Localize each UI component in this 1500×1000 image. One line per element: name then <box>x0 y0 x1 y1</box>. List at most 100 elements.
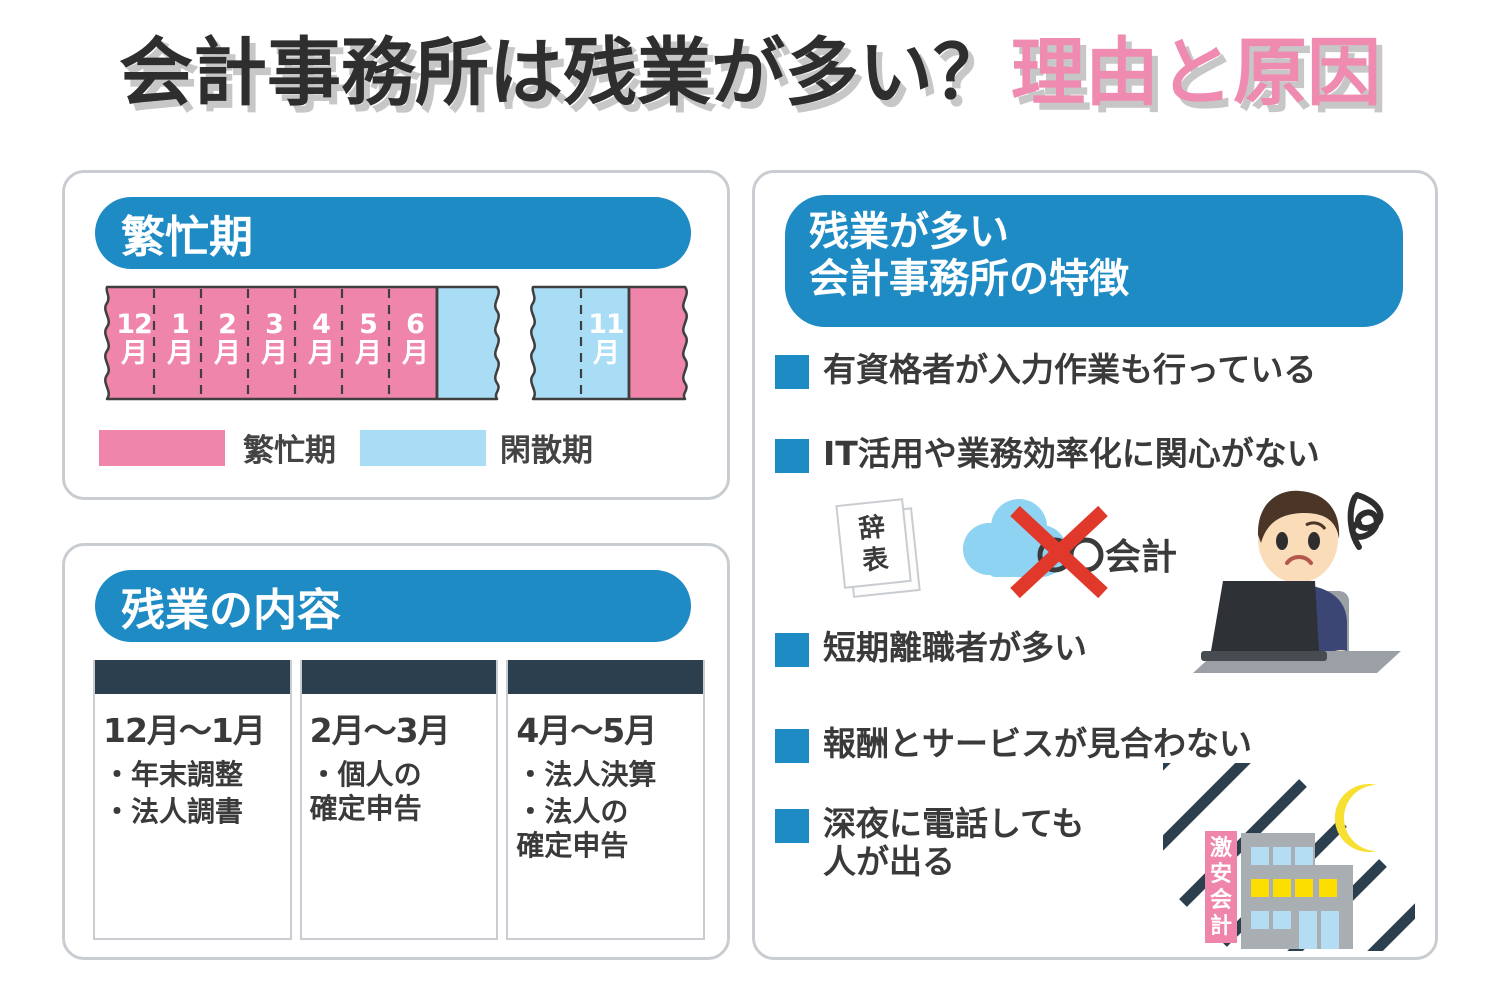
sign-char-1: 激 <box>1210 835 1232 861</box>
card-item: ・法人調書 <box>103 795 244 829</box>
traits-heading-line1: 残業が多い <box>809 209 1009 255</box>
card-body: 12月〜1月 ・年末調整 ・法人調書 <box>95 694 290 829</box>
red-cross-icon <box>1010 505 1108 599</box>
month-number: 6 <box>406 309 425 340</box>
building-sign <box>1205 831 1237 943</box>
bullet-square-icon <box>775 633 809 667</box>
month-suffix: 月 <box>167 338 194 369</box>
overtime-card: 12月〜1月 ・年末調整 ・法人調書 <box>93 660 292 940</box>
overtime-card-list: 12月〜1月 ・年末調整 ・法人調書 2月〜3月 ・個人の 確定申告 4月〜5月… <box>93 660 706 940</box>
cloud-brand-label: 会計 <box>1105 537 1177 578</box>
eyebrow-right <box>1305 521 1327 530</box>
page-title-main: 会計事務所は残業が多い？ <box>116 30 1011 116</box>
night-building-icon: 激 安 会 計 <box>1163 763 1415 951</box>
sign-char-4: 計 <box>1210 913 1232 939</box>
timeline-busy-block-1 <box>104 285 439 401</box>
mouth-shape <box>1285 555 1313 565</box>
month-number: 1 <box>171 309 190 340</box>
month-suffix: 月 <box>593 338 620 369</box>
resignation-papers-icon: 辞 表 <box>835 498 921 598</box>
traits-heading: 残業が多い 会計事務所の特徴 <box>785 195 1403 327</box>
tired-worker-illustration <box>1187 473 1417 692</box>
bullet-square-icon <box>775 809 809 843</box>
month-suffix: 月 <box>308 338 335 369</box>
trait-item: 深夜に電話しても 人が出る <box>775 804 1085 882</box>
trait-item: 有資格者が入力作業も行っている <box>775 350 1317 389</box>
eye-left <box>1276 532 1288 550</box>
trait-label: IT活用や業務効率化に関心がない <box>823 434 1320 473</box>
card-range-label: 4月〜5月 <box>516 711 657 750</box>
overtime-card: 4月〜5月 ・法人決算 ・法人の 確定申告 <box>506 660 706 940</box>
card-range-label: 2月〜3月 <box>309 711 451 750</box>
laptop-base <box>1201 651 1327 661</box>
card-body: 4月〜5月 ・法人決算 ・法人の 確定申告 <box>508 694 703 863</box>
trait-label: 有資格者が入力作業も行っている <box>823 350 1317 389</box>
trait-label: 短期離職者が多い <box>823 628 1087 667</box>
card-item: ・個人の 確定申告 <box>309 758 422 826</box>
overtime-card: 2月〜3月 ・個人の 確定申告 <box>299 660 499 940</box>
busy-season-legend: 繁忙期 閑散期 <box>99 425 699 470</box>
month-suffix: 月 <box>214 338 241 369</box>
traits-heading-line2: 会計事務所の特徴 <box>809 256 1129 303</box>
legend-swatch-busy <box>99 429 225 466</box>
night-office-illustration: 激 安 会 計 <box>1163 763 1415 959</box>
bullet-square-icon <box>775 355 809 389</box>
month-number: 11 <box>588 309 625 340</box>
month-number: 12 <box>116 309 153 340</box>
resignation-text-char1: 辞 <box>857 511 886 545</box>
window-row-bottom <box>1251 911 1339 949</box>
timeline-svg <box>104 285 688 401</box>
traits-panel: 残業が多い 会計事務所の特徴 有資格者が入力作業も行っている IT活用や業務効率… <box>752 170 1438 960</box>
busy-season-heading: 繁忙期 <box>95 197 691 269</box>
bullet-square-icon <box>775 729 809 763</box>
page-title-accent: 理由と原因 <box>1007 30 1385 116</box>
laptop-screen <box>1211 581 1319 651</box>
legend-label-slow: 閑散期 <box>500 433 593 469</box>
card-item: ・法人の 確定申告 <box>516 795 629 863</box>
worker-at-laptop-icon <box>1193 490 1401 673</box>
bullet-square-icon <box>775 439 809 473</box>
card-header-bar <box>301 660 497 694</box>
month-suffix: 月 <box>355 338 382 369</box>
month-suffix: 月 <box>261 338 288 369</box>
month-suffix: 月 <box>121 338 148 369</box>
sign-char-3: 会 <box>1210 887 1232 913</box>
sigh-spiral-icon <box>1347 492 1384 550</box>
window-row-lit <box>1251 879 1337 897</box>
card-header-bar <box>95 660 290 694</box>
month-number: 4 <box>312 309 331 340</box>
card-item: ・年末調整 <box>103 758 244 791</box>
timeline-slow-block-1 <box>435 285 500 401</box>
page-title: 会計事務所は残業が多い？理由と原因 <box>0 30 1500 116</box>
sign-char-2: 安 <box>1210 861 1232 887</box>
window-row-top <box>1251 847 1313 865</box>
cloud-service-icon: 会計 <box>963 499 1177 599</box>
busy-season-panel: 繁忙期 <box>62 170 730 500</box>
month-number: 3 <box>265 309 284 340</box>
timeline-busy-block-2 <box>627 285 688 401</box>
card-range-label: 12月〜1月 <box>103 711 266 750</box>
trait-item: 短期離職者が多い <box>775 628 1087 667</box>
card-header-bar <box>508 660 704 694</box>
trait-label: 報酬とサービスが見合わない <box>823 724 1252 763</box>
card-item: ・法人決算 <box>516 758 657 791</box>
trait-item: IT活用や業務効率化に関心がない <box>775 434 1320 473</box>
hair-shape <box>1257 490 1340 543</box>
timeline-dividers-1 <box>152 289 391 397</box>
crescent-moon-icon <box>1334 784 1377 852</box>
overtime-content-heading: 残業の内容 <box>95 570 691 642</box>
resignation-text-char2: 表 <box>861 544 891 577</box>
trait-label: 深夜に電話しても 人が出る <box>823 804 1085 882</box>
month-number: 2 <box>218 309 237 340</box>
legend-swatch-slow <box>360 429 486 466</box>
